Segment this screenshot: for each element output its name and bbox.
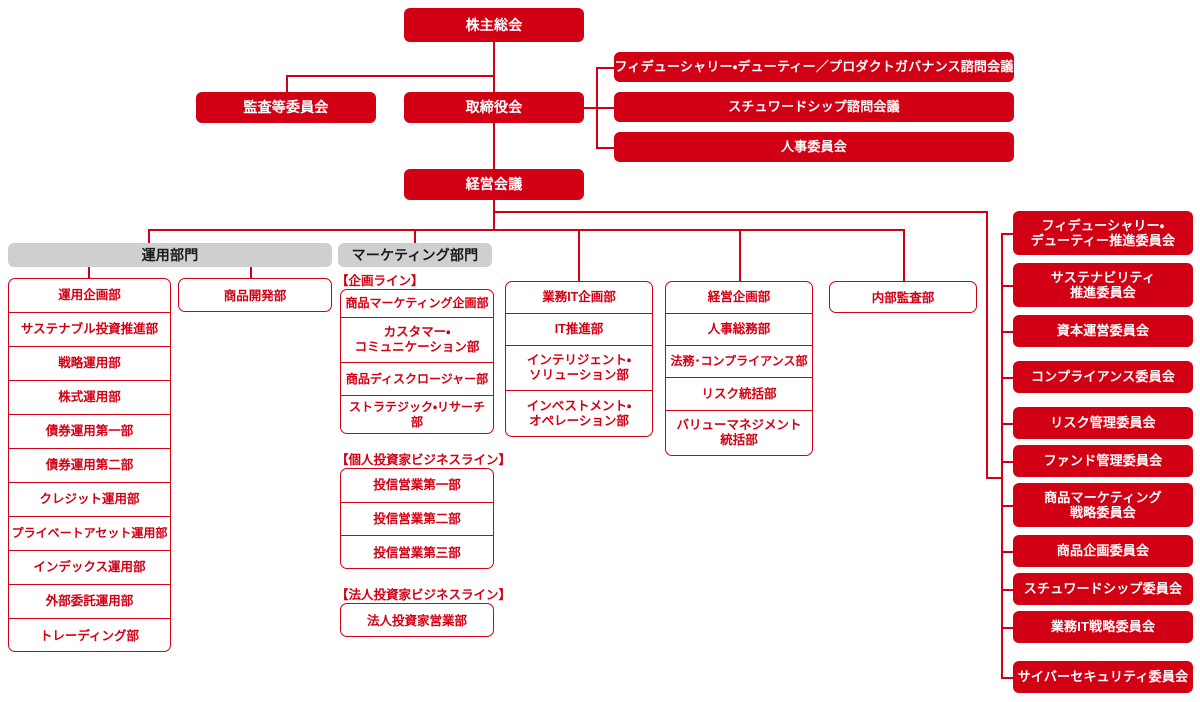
connector-board-to-management	[493, 122, 495, 169]
connector-committee-rail-join	[986, 477, 1002, 479]
dept-box[interactable]: プライベートアセット運用部	[9, 517, 170, 551]
node-management-meeting[interactable]: 経営会議	[404, 169, 584, 200]
dept-box[interactable]: ストラテジック・リサーチ部	[348, 400, 486, 429]
node-advisory-council-1[interactable]: フィデューシャリー・デューティー／プロダクトガバナンス諮問会議	[614, 52, 1014, 82]
dept-box[interactable]: 運用企画部	[9, 279, 170, 313]
stack-marketing-planning-line: 商品マーケティング企画部 カスタマー・ コミュニケーション部 商品ディスクロージ…	[340, 289, 494, 434]
stack-investment-column-a: 運用企画部 サステナブル投資推進部 戦略運用部 株式運用部 債券運用第一部 債券…	[8, 278, 171, 652]
dept-box[interactable]: インベストメント・ オペレーション部	[526, 398, 632, 428]
dept-box[interactable]: 外部委託運用部	[9, 585, 170, 619]
dept-box[interactable]: サステナブル投資推進部	[9, 313, 170, 347]
node-committee-7[interactable]: 商品マーケティング 戦略委員会	[1013, 483, 1193, 527]
division-header-marketing: マーケティング部門	[338, 243, 492, 267]
stack-business-it: 業務IT企画部 IT推進部 インテリジェント・ ソリューション部 インベストメン…	[505, 281, 653, 437]
node-audit-committee[interactable]: 監査等委員会	[196, 92, 376, 123]
dept-box[interactable]: 業務IT企画部	[506, 282, 652, 314]
connector-committee-stub-9	[1001, 589, 1013, 591]
dept-box[interactable]: 法務･コンプライアンス部	[666, 346, 812, 378]
dept-box[interactable]: 商品マーケティング企画部	[341, 290, 493, 318]
division-header-investment: 運用部門	[8, 243, 332, 267]
dept-box[interactable]: 法人投資家営業部	[366, 613, 467, 628]
stack-marketing-institutional-line: 法人投資家営業部	[340, 603, 494, 637]
marketing-line-label-institutional: 【法人投資家ビジネスライン】	[336, 588, 512, 602]
dept-box[interactable]: 株式運用部	[9, 381, 170, 415]
connector-committee-stub-10	[1001, 627, 1013, 629]
dept-box[interactable]: インテリジェント・ ソリューション部	[506, 346, 652, 391]
dept-box[interactable]: 人事総務部	[666, 314, 812, 346]
node-committee-3[interactable]: 資本運営委員会	[1013, 315, 1193, 347]
dept-box[interactable]: 投信営業第一部	[341, 469, 493, 503]
node-committee-10[interactable]: 業務IT戦略委員会	[1013, 611, 1193, 643]
connector-board-branch-audit	[286, 75, 495, 77]
connector-drop-business-it	[578, 229, 580, 281]
dept-box[interactable]: 投信営業第三部	[373, 545, 461, 560]
connector-committee-inner-rail	[1001, 233, 1003, 677]
dept-box[interactable]: 戦略運用部	[9, 347, 170, 381]
connector-drop-marketing	[414, 229, 416, 243]
marketing-line-label-retail: 【個人投資家ビジネスライン】	[336, 453, 512, 467]
connector-committee-stub-7	[1001, 505, 1013, 507]
connector-product-dev-to-stack	[250, 266, 252, 278]
dept-box[interactable]: 商品開発部	[223, 288, 287, 303]
node-advisory-council-2[interactable]: スチュワードシップ諮問会議	[614, 92, 1014, 122]
node-board-of-directors[interactable]: 取締役会	[404, 92, 584, 123]
connector-management-down	[493, 200, 495, 230]
dept-box[interactable]: 債券運用第一部	[9, 415, 170, 449]
dept-box[interactable]: 債券運用第二部	[9, 449, 170, 483]
node-committee-4[interactable]: コンプライアンス委員会	[1013, 361, 1193, 393]
dept-box[interactable]: カスタマー・ コミュニケーション部	[341, 318, 493, 363]
connector-committee-stub-11	[1001, 677, 1013, 679]
connector-drop-corporate-planning	[739, 229, 741, 281]
connector-board-to-advisory-1	[596, 67, 614, 69]
stack-internal-audit: 内部監査部	[829, 281, 977, 313]
node-shareholders-meeting[interactable]: 株主総会	[404, 8, 584, 42]
connector-committee-stub-8	[1001, 551, 1013, 553]
connector-board-to-advisory-2	[596, 107, 614, 109]
stack-corporate-planning: 経営企画部 人事総務部 法務･コンプライアンス部 リスク統括部 バリューマネジメ…	[665, 281, 813, 456]
node-committee-11[interactable]: サイバーセキュリティ委員会	[1013, 661, 1193, 693]
dept-box[interactable]: 投信営業第二部	[341, 503, 493, 536]
connector-drop-audit	[286, 75, 288, 92]
dept-box[interactable]: クレジット運用部	[9, 483, 170, 517]
connector-committee-stub-6	[1001, 461, 1013, 463]
connector-committee-stub-2	[1001, 285, 1013, 287]
node-committee-9[interactable]: スチュワードシップ委員会	[1013, 573, 1193, 605]
node-committee-1[interactable]: フィデューシャリー・ デューティー推進委員会	[1013, 211, 1193, 255]
node-committee-5[interactable]: リスク管理委員会	[1013, 407, 1193, 439]
connector-committee-stub-5	[1001, 423, 1013, 425]
stack-marketing-retail-line: 投信営業第一部 投信営業第二部 投信営業第三部	[340, 468, 494, 569]
connector-drop-investment	[148, 229, 150, 243]
dept-box[interactable]: 商品ディスクロージャー部	[341, 363, 493, 396]
dept-box[interactable]: IT推進部	[506, 314, 652, 346]
connector-board-to-advisory-3	[596, 147, 614, 149]
stack-investment-column-b: 商品開発部	[178, 278, 332, 312]
connector-drop-internal-audit	[903, 229, 905, 281]
node-committee-2[interactable]: サステナビリティ 推進委員会	[1013, 263, 1193, 307]
dept-box[interactable]: インデックス運用部	[9, 551, 170, 585]
connector-division-rail	[148, 229, 905, 231]
dept-box[interactable]: リスク統括部	[666, 378, 812, 411]
connector-committee-stub-1	[1001, 233, 1013, 235]
connector-committee-stub-3	[1001, 331, 1013, 333]
connector-management-to-committee-rail	[493, 211, 987, 213]
connector-shareholders-to-board	[493, 42, 495, 92]
dept-box[interactable]: トレーディング部	[39, 628, 140, 643]
node-committee-8[interactable]: 商品企画委員会	[1013, 535, 1193, 567]
node-advisory-council-3[interactable]: 人事委員会	[614, 132, 1014, 162]
connector-investment-header-to-stack	[88, 266, 90, 278]
connector-committee-stub-4	[1001, 377, 1013, 379]
dept-box[interactable]: 経営企画部	[666, 282, 812, 314]
dept-box[interactable]: 内部監査部	[871, 290, 935, 305]
marketing-line-label-planning: 【企画ライン】	[336, 274, 424, 288]
connector-committee-outer-rail	[986, 211, 988, 478]
node-committee-6[interactable]: ファンド管理委員会	[1013, 445, 1193, 477]
dept-box[interactable]: バリューマネジメント 統括部	[676, 418, 802, 447]
